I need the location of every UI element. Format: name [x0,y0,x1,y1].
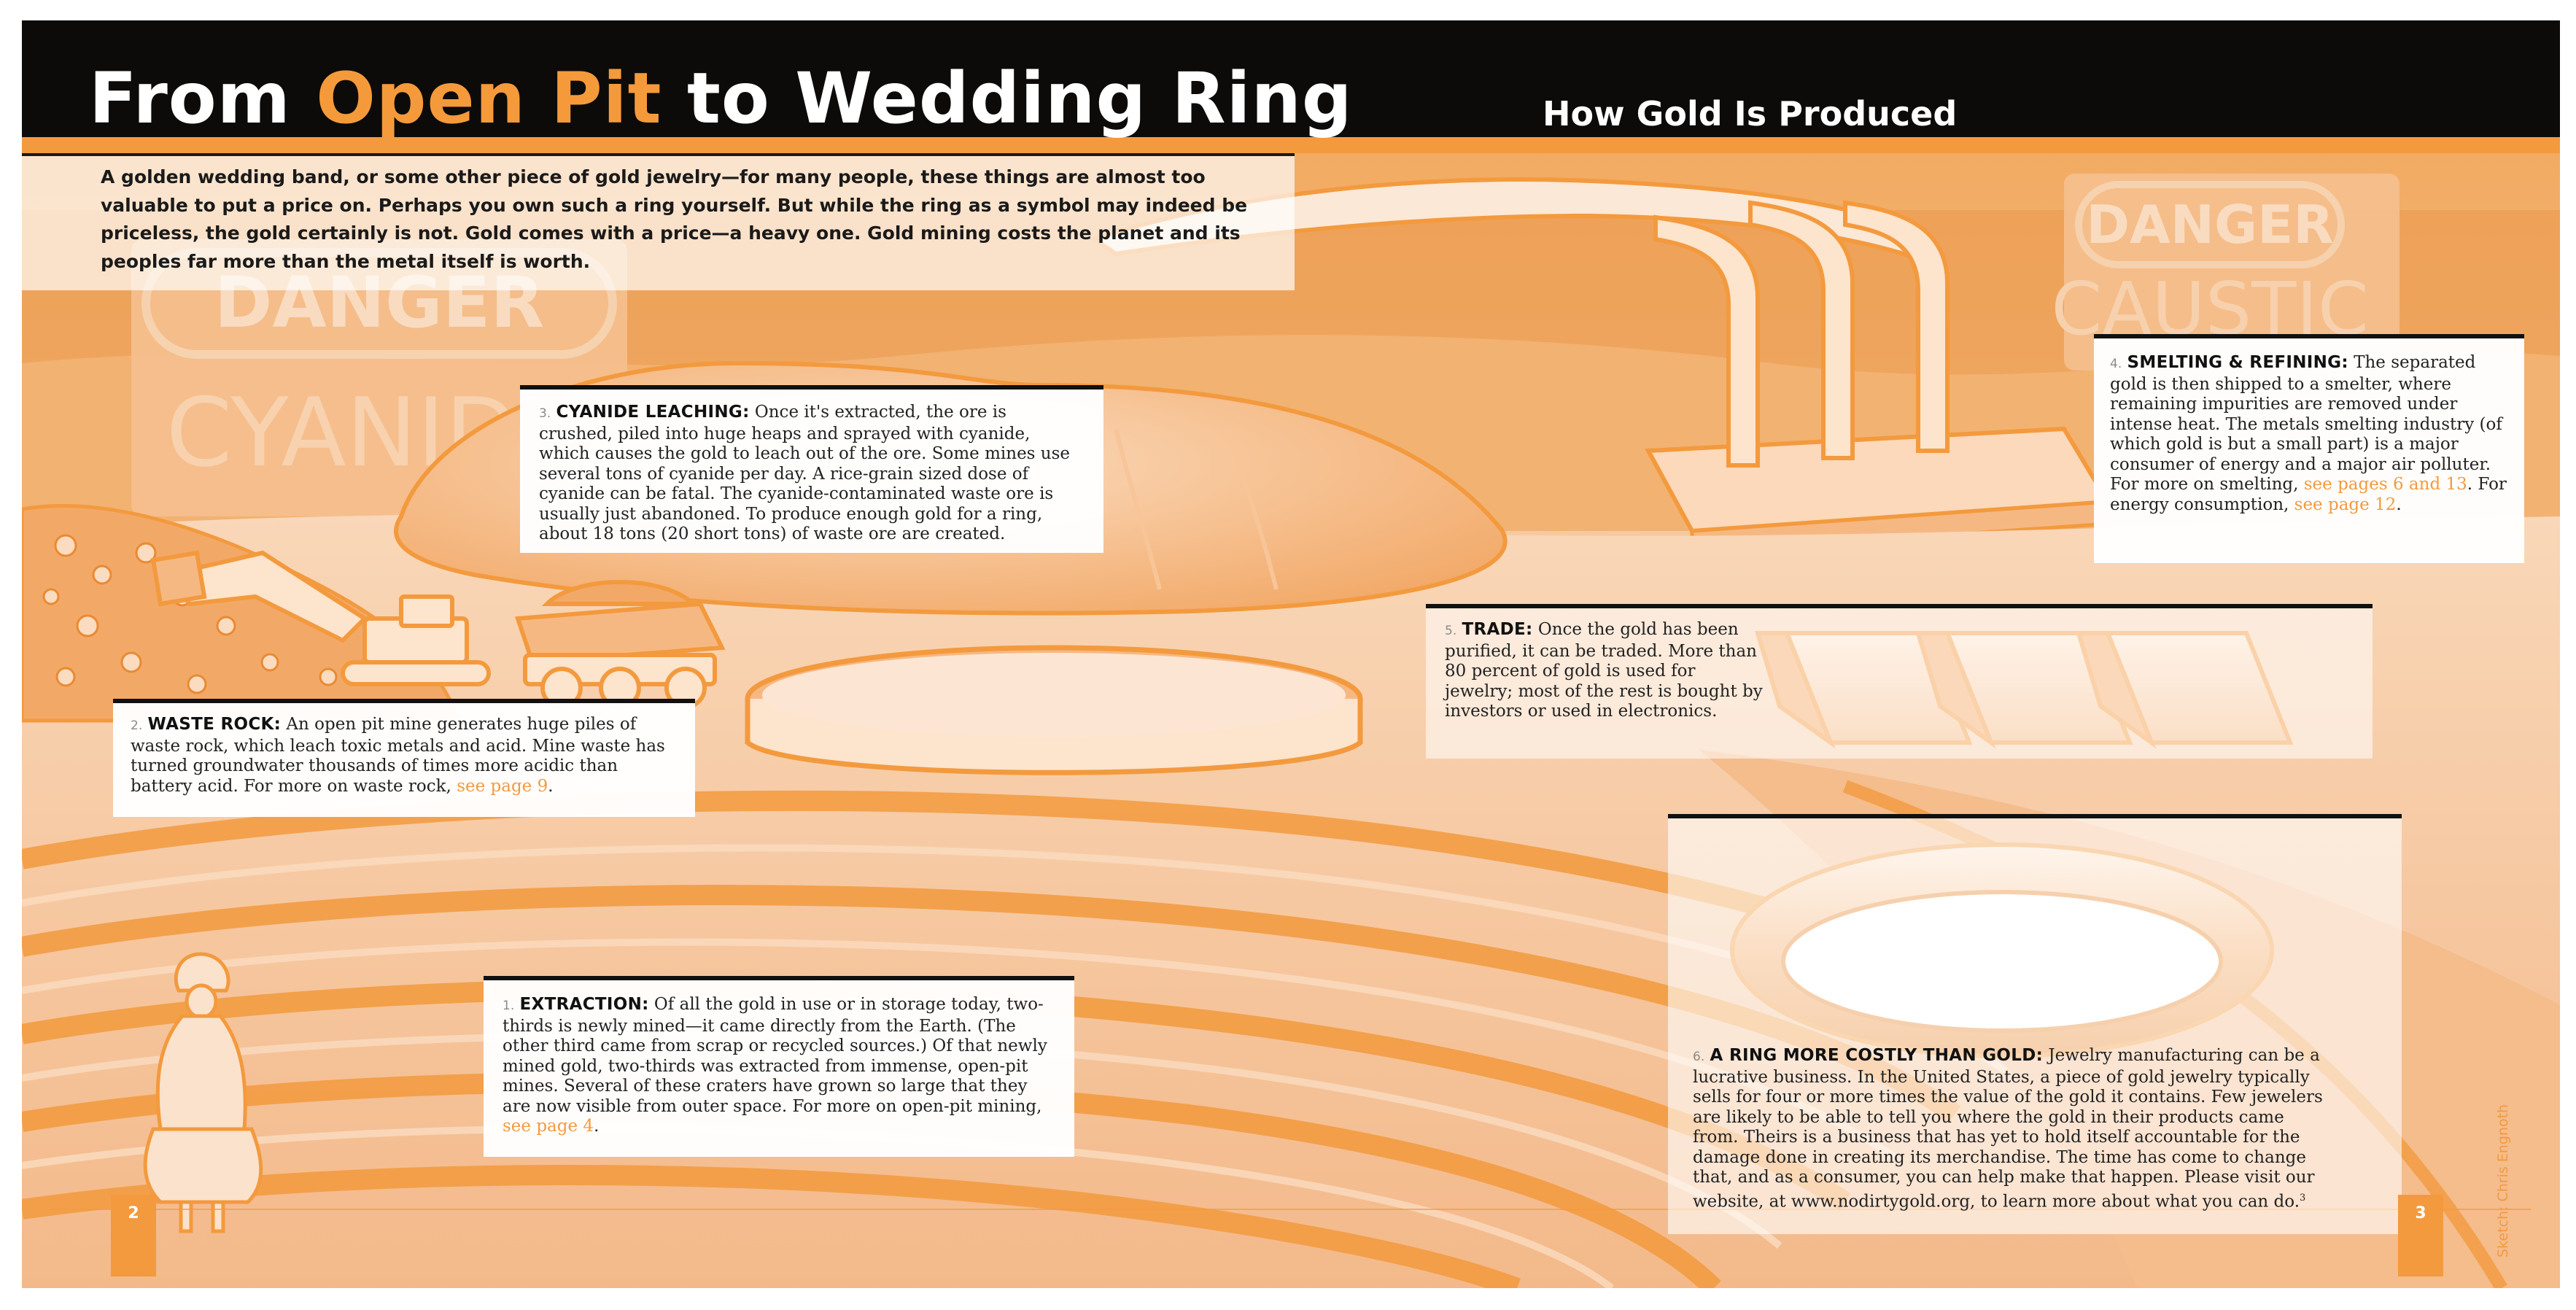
step-2-after: . [548,776,554,796]
intro-panel: A golden wedding band, or some other pie… [22,153,1295,290]
step-1-heading: EXTRACTION: [519,995,649,1014]
step-cyanide-leaching: 3. CYANIDE LEACHING: Once it's extracted… [520,385,1103,553]
step-6-body: Jewelry manufacturing can be a lucrative… [1693,1046,2323,1212]
rock-dots [42,534,338,694]
step-4-after: . [2396,495,2402,514]
step-3-heading: CYANIDE LEACHING: [556,403,750,422]
intro-rule [22,153,1295,156]
intro-text: A golden wedding band, or some other pie… [101,166,1248,272]
haul-truck-illustration [514,580,726,709]
step-2-heading: WASTE ROCK: [147,715,282,734]
step-2-body: An open pit mine generates huge piles of… [131,715,665,796]
step-3-number: 3. [539,406,551,421]
step-1-link[interactable]: see page 4 [503,1117,594,1136]
step-ring-more-costly: 6. A RING MORE COSTLY THAN GOLD: Jewelry… [1668,814,2402,1234]
title-part-2: to Wedding Ring [662,58,1353,139]
step-smelting-refining: 4. SMELTING & REFINING: The separated go… [2094,334,2524,563]
step-6-heading: A RING MORE COSTLY THAN GOLD: [1710,1046,2044,1065]
step-5-number: 5. [1445,624,1457,638]
page-number-right: 3 [2398,1195,2443,1276]
step-3-text: 3. CYANIDE LEACHING: Once it's extracted… [539,403,1085,545]
step-1-number: 1. [503,999,515,1013]
step-1-text: 1. EXTRACTION: Of all the gold in use or… [503,995,1055,1137]
step-1-body: Of all the gold in use or in storage tod… [503,995,1047,1116]
excavator-illustration [150,550,491,686]
page-spread: DANGER CYANIDE DANGER CAUSTIC [22,20,2560,1288]
page-title: From Open Pit to Wedding Ring [89,58,1353,139]
title-highlight: Open Pit [316,58,662,139]
step-5-body: Once the gold has been purified, it can … [1445,620,1763,721]
title-part-1: From [89,58,317,139]
woman-figure-illustration [143,952,263,1233]
step-1-after: . [594,1117,600,1136]
step-4-heading: SMELTING & REFINING: [2127,353,2348,372]
header-bar [22,20,2560,137]
step-trade: 5. TRADE: Once the gold has been purifie… [1426,604,2373,759]
step-4-link[interactable]: see pages 6 and 13 [2303,475,2467,494]
sign-danger-text-2: DANGER [2086,194,2333,255]
step-4-mid: . For energy consumption, [2110,475,2507,514]
step-5-heading: TRADE: [1462,620,1533,639]
step-2-link[interactable]: see page 9 [457,776,548,796]
step-5-text: 5. TRADE: Once the gold has been purifie… [1445,620,1766,722]
step-4-text: 4. SMELTING & REFINING: The separated go… [2110,353,2508,515]
step-6-footnote: 3 [2300,1192,2306,1204]
step-2-text: 2. WASTE ROCK: An open pit mine generate… [131,715,676,797]
page-number-left: 2 [111,1195,156,1276]
page-subtitle: How Gold Is Produced [1543,94,1958,133]
step-2-number: 2. [131,718,143,733]
step-6-number: 6. [1693,1050,1705,1064]
step-4-link-2[interactable]: see page 12 [2294,495,2397,514]
step-extraction: 1. EXTRACTION: Of all the gold in use or… [484,976,1074,1157]
step-4-body: The separated gold is then shipped to a … [2110,353,2502,494]
header-accent-rule [22,137,2560,153]
leach-pond [745,645,1363,775]
step-3-body: Once it's extracted, the ore is crushed,… [539,403,1071,543]
step-waste-rock: 2. WASTE ROCK: An open pit mine generate… [113,699,695,817]
step-6-text: 6. A RING MORE COSTLY THAN GOLD: Jewelry… [1693,1046,2335,1212]
sketch-credit: Sketch: Chris Engnoth [2495,1104,2511,1257]
step-4-number: 4. [2110,357,2122,371]
